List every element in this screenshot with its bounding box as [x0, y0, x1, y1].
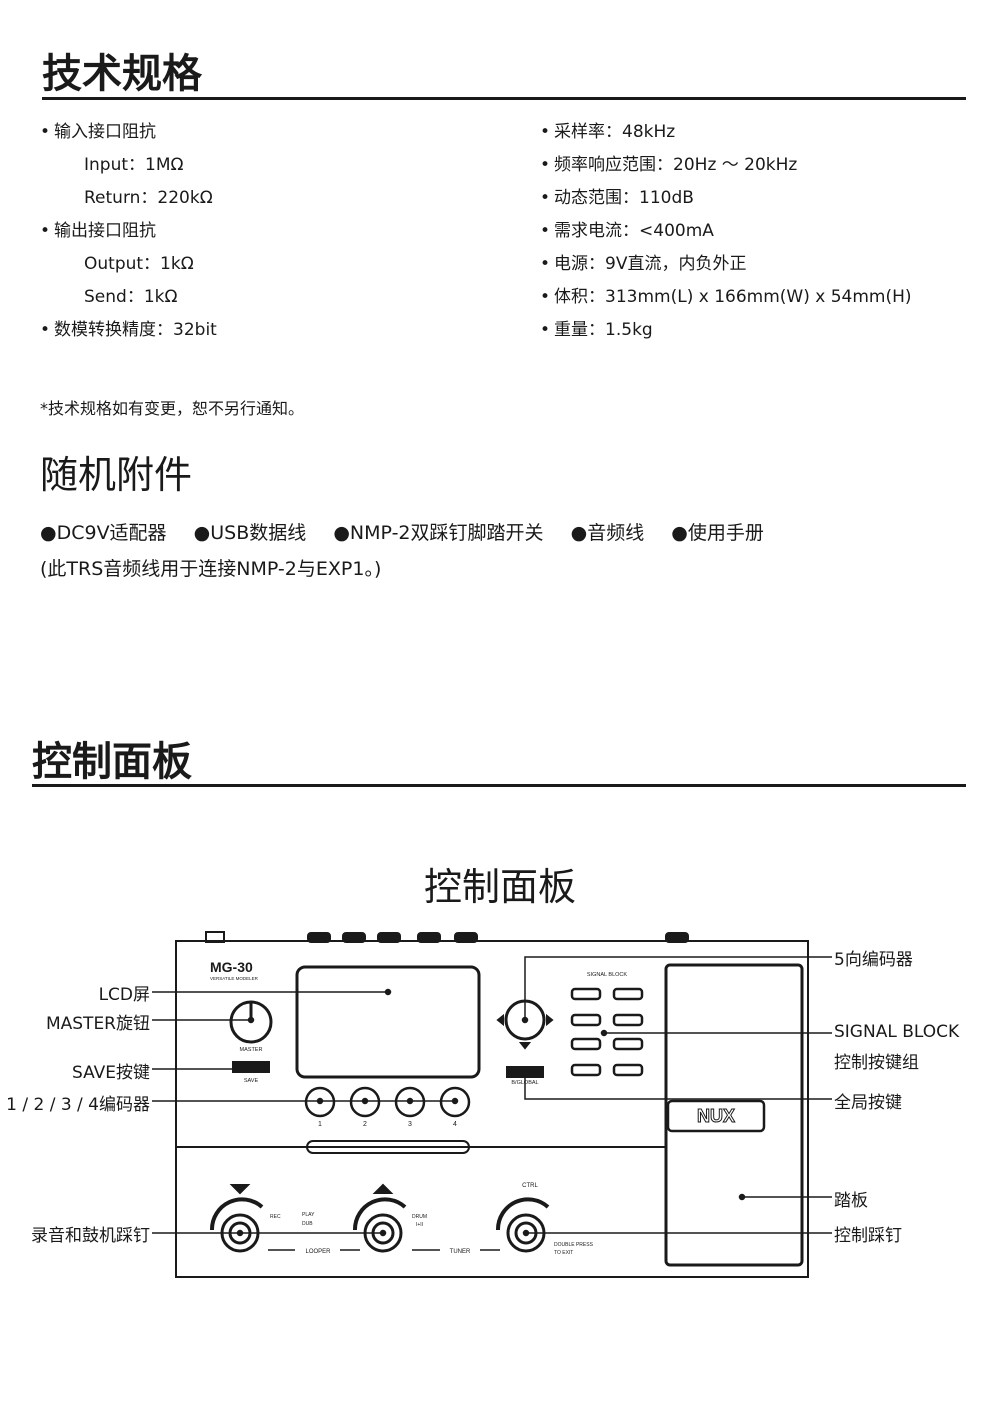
- spec-item: 需求电流：<400mA: [540, 220, 912, 253]
- brand-logo: NUX: [697, 1106, 735, 1126]
- signal-block-label: SIGNAL BLOCK: [587, 972, 627, 978]
- master-label: MASTER: [240, 1047, 263, 1053]
- spec-item: 输出接口阻抗: [40, 220, 217, 253]
- model-name: MG-30: [210, 959, 253, 975]
- encoder-knob: [439, 1086, 471, 1118]
- signal-block-button: [570, 1013, 602, 1027]
- accessory-item: ●NMP-2双踩钉脚踏开关: [333, 522, 544, 544]
- label-five-way-encoder: 5向编码器: [834, 950, 913, 970]
- ctrl-label: CTRL: [522, 1183, 538, 1189]
- encoder-number: 3: [408, 1121, 412, 1128]
- device-diagram: MG-30 VERSATILE MODELER MASTER SAVE B/GL…: [152, 931, 832, 1278]
- model-sub: VERSATILE MODELER: [210, 976, 259, 981]
- accessories-title: 随机附件: [40, 453, 193, 497]
- accessory-item: ●音频线: [570, 522, 645, 544]
- encoder-knob: [349, 1086, 381, 1118]
- spec-item: 电源：9V直流，内负外正: [540, 253, 912, 286]
- save-button: [232, 1061, 270, 1073]
- panel-title-rule: [32, 784, 966, 787]
- spec-item: 动态范围：110dB: [540, 187, 912, 220]
- label-pedal: 踏板: [834, 1191, 868, 1211]
- signal-block-button: [612, 1013, 644, 1027]
- signal-block-button: [612, 1063, 644, 1077]
- signal-block-button: [612, 987, 644, 1001]
- label-ctrl-footswitch: 控制踩钉: [834, 1226, 902, 1246]
- divider-strip: [306, 1140, 470, 1154]
- label-global-button: 全局按键: [834, 1093, 902, 1113]
- expression-pedal: [664, 963, 804, 1267]
- spec-subitem: Input：1MΩ: [84, 155, 184, 175]
- to-exit-label: TO EXIT: [554, 1250, 573, 1256]
- encoder-number: 4: [453, 1121, 457, 1128]
- down-arrow-icon: [229, 1184, 251, 1195]
- double-press-label: DOUBLE PRESS: [554, 1242, 594, 1248]
- drum-sub-label: I+II: [416, 1222, 423, 1228]
- signal-block-button: [612, 1037, 644, 1051]
- diagram-title: 控制面板: [423, 865, 576, 909]
- tuner-label: TUNER: [450, 1249, 471, 1255]
- accessory-item: ●DC9V适配器: [40, 522, 167, 544]
- nux-logo-plate: [666, 1099, 766, 1133]
- specs-title: 技术规格: [42, 51, 202, 97]
- play-label: PLAY: [302, 1212, 315, 1218]
- lcd-screen: [295, 965, 481, 1079]
- rec-label: REC: [270, 1214, 281, 1220]
- accessories-list: ●DC9V适配器 ●USB数据线 ●NMP-2双踩钉脚踏开关 ●音频线 ●使用手…: [40, 518, 940, 545]
- specs-note: *技术规格如有变更，恕不另行通知。: [40, 399, 305, 418]
- label-save-button: SAVE按键: [71, 1063, 150, 1083]
- panel-section-title: 控制面板: [32, 739, 192, 785]
- spec-subitem: Output：1kΩ: [84, 254, 194, 274]
- signal-block-button: [570, 1037, 602, 1051]
- global-label: B/GLOBAL: [511, 1080, 538, 1086]
- save-label: SAVE: [244, 1078, 259, 1084]
- specs-title-rule: [42, 97, 966, 100]
- signal-block-button: [570, 987, 602, 1001]
- spec-subitem: Send：1kΩ: [84, 287, 178, 307]
- encoder-number: 2: [363, 1121, 367, 1128]
- encoder-knob: [394, 1086, 426, 1118]
- spec-item: 体积：313mm(L) x 166mm(W) x 54mm(H): [540, 286, 911, 319]
- label-master-knob: MASTER旋钮: [45, 1014, 150, 1034]
- accessories-note: (此TRS音频线用于连接NMP-2与EXP1。): [40, 558, 382, 580]
- signal-block-button: [570, 1063, 602, 1077]
- spec-item: 采样率：48kHz: [540, 121, 912, 154]
- dub-label: DUB: [302, 1221, 313, 1227]
- specs-right-column: 采样率：48kHz频率响应范围：20Hz ～ 20kHz动态范围：110dB需求…: [540, 121, 912, 352]
- spec-item: 数模转换精度：32bit: [40, 319, 217, 352]
- drum-label: DRUM: [412, 1214, 427, 1220]
- accessory-item: ●USB数据线: [193, 522, 307, 544]
- spec-item: 频率响应范围：20Hz ～ 20kHz: [540, 154, 912, 187]
- spec-item: 重量：1.5kg: [540, 319, 912, 352]
- spec-item: 输入接口阻抗: [40, 121, 217, 154]
- spec-subitem: Return：220kΩ: [84, 188, 213, 208]
- label-signal-block: SIGNAL BLOCK: [834, 1022, 960, 1042]
- up-arrow-icon: [372, 1183, 394, 1194]
- label-control-buttons: 控制按键组: [834, 1053, 919, 1073]
- accessory-item: ●使用手册: [671, 522, 764, 544]
- label-encoders: 1 / 2 / 3 / 4编码器: [6, 1095, 150, 1115]
- device-body: [175, 940, 809, 1278]
- looper-label: LOOPER: [305, 1249, 331, 1255]
- encoder-number: 1: [318, 1121, 322, 1128]
- encoder-knob: [304, 1086, 336, 1118]
- label-record-drum: 录音和鼓机踩钉: [31, 1226, 150, 1246]
- label-lcd: LCD屏: [98, 985, 150, 1005]
